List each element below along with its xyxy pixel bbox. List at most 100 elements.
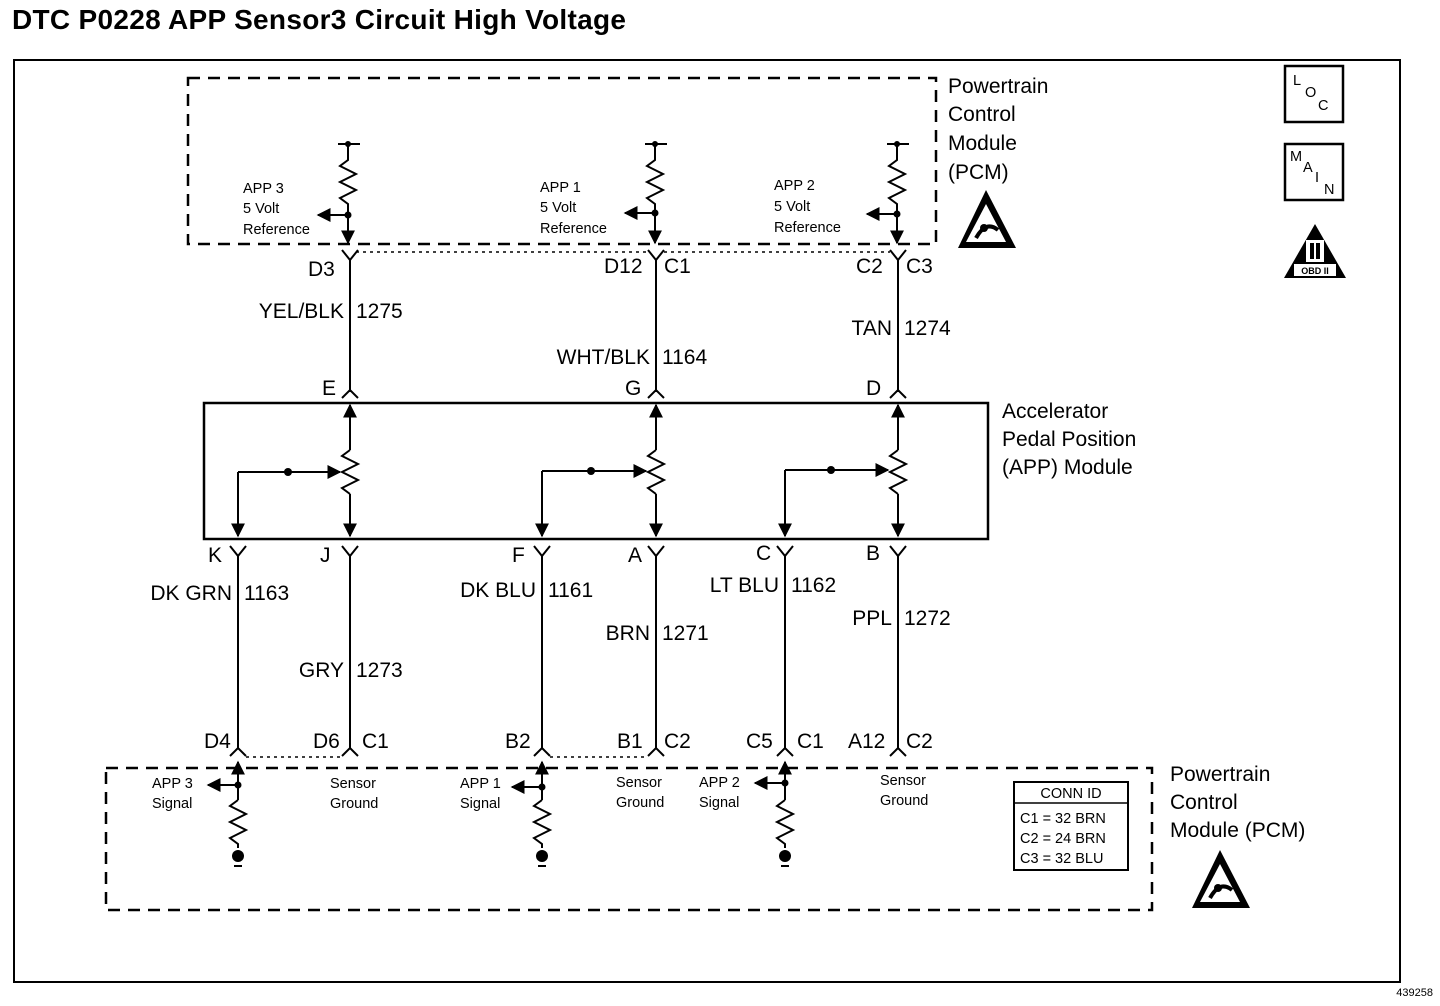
- wire-circuit: 1163: [244, 582, 289, 605]
- wire-circuit: 1275: [356, 300, 403, 323]
- wire-color: WHT/BLK: [557, 346, 650, 369]
- pin-label: D3: [308, 258, 335, 281]
- ref-label: Reference: [774, 220, 841, 236]
- app-module-box: [202, 401, 990, 541]
- ref-label: APP 1: [540, 180, 581, 196]
- wire-circuit: 1161: [548, 579, 593, 602]
- pin-label: G: [625, 377, 641, 400]
- bottom-wires: [229, 545, 907, 757]
- pin-label: J: [320, 544, 331, 567]
- app-module-label-line: Accelerator: [1002, 400, 1108, 423]
- wire-circuit: 1162: [791, 574, 836, 597]
- esd-warning-icon: [958, 190, 1016, 248]
- conn-id-header: CONN ID: [1040, 786, 1101, 802]
- pin-label: D12: [604, 255, 643, 278]
- pin-label: E: [322, 377, 336, 400]
- pin-label: B: [866, 542, 880, 565]
- main-letter: M: [1290, 149, 1302, 165]
- pin-label: C1: [664, 255, 691, 278]
- obd-ii-icon: OBD II: [1284, 224, 1346, 278]
- wire-color: TAN: [852, 317, 892, 340]
- pcm-bottom-label-line: Module (PCM): [1170, 819, 1305, 842]
- diagram-frame: [13, 59, 1401, 983]
- app2-signal-circuit: [753, 760, 796, 867]
- pcm-bottom-label-line: Powertrain: [1170, 763, 1270, 786]
- wire-color: YEL/BLK: [259, 300, 344, 323]
- pcm-bottom-label: Powertrain Control Module (PCM): [1170, 763, 1305, 842]
- ref-label: APP 3: [243, 181, 284, 197]
- signal-label: Signal: [460, 796, 500, 812]
- pin-label: D6: [313, 730, 340, 753]
- app2-reference-circuit: APP 2 5 Volt Reference: [774, 141, 909, 245]
- loc-letter: O: [1305, 85, 1316, 101]
- app3-potentiometer: [231, 403, 361, 538]
- pcm-top-label-line: (PCM): [948, 161, 1009, 184]
- ref-label: Reference: [540, 221, 607, 237]
- pcm-bottom-box: [104, 766, 1154, 912]
- pin-label: F: [512, 544, 525, 567]
- wire-color: PPL: [852, 607, 892, 630]
- conn-id-table: CONN ID C1 = 32 BRN C2 = 24 BRN C3 = 32 …: [1013, 781, 1129, 871]
- app-module-label-line: Pedal Position: [1002, 428, 1136, 451]
- wire-circuit: 1273: [356, 659, 403, 682]
- pcm-top-label-line: Powertrain: [948, 75, 1048, 98]
- signal-label: APP 2: [699, 775, 740, 791]
- main-icon: M A I N: [1283, 142, 1345, 202]
- pin-label: A12: [848, 730, 885, 753]
- pin-label: D4: [204, 730, 231, 753]
- pcm-top-label-line: Control: [948, 103, 1016, 126]
- signal-label: Sensor: [616, 775, 662, 791]
- conn-id-row: C2 = 24 BRN: [1020, 831, 1106, 847]
- wire-color: DK BLU: [460, 579, 536, 602]
- app1-potentiometer: [535, 403, 667, 538]
- signal-label: Signal: [699, 795, 739, 811]
- wire-color: LT BLU: [710, 574, 779, 597]
- pcm-bottom-label-line: Control: [1170, 791, 1238, 814]
- wire-color: DK GRN: [150, 582, 232, 605]
- signal-label: Sensor: [880, 773, 926, 789]
- top-wires: [341, 249, 907, 399]
- pin-label: C1: [362, 730, 389, 753]
- loc-letter: C: [1318, 98, 1328, 114]
- wire-circuit: 1164: [662, 346, 707, 369]
- ref-label: Reference: [243, 222, 310, 238]
- page-title: DTC P0228 APP Sensor3 Circuit High Volta…: [12, 4, 627, 35]
- pin-label: K: [208, 544, 222, 567]
- main-letter: I: [1315, 170, 1319, 186]
- main-letter: N: [1324, 182, 1334, 198]
- pin-label: C5: [746, 730, 773, 753]
- app-module-label: Accelerator Pedal Position (APP) Module: [1002, 400, 1136, 479]
- pcm-top-label: Powertrain Control Module (PCM): [948, 75, 1048, 184]
- pin-label: C2: [664, 730, 691, 753]
- loc-letter: L: [1293, 73, 1301, 89]
- wire-color: BRN: [606, 622, 650, 645]
- pin-label: C1: [797, 730, 824, 753]
- main-letter: A: [1303, 160, 1313, 176]
- pin-label: A: [628, 544, 642, 567]
- app1-reference-circuit: APP 1 5 Volt Reference: [540, 141, 667, 245]
- app1-signal-circuit: [510, 760, 553, 867]
- signal-label: Ground: [616, 795, 664, 811]
- wire-circuit: 1271: [662, 622, 709, 645]
- pin-label: C3: [906, 255, 933, 278]
- document-number: 439258: [1396, 987, 1433, 999]
- conn-id-row: C3 = 32 BLU: [1020, 851, 1103, 867]
- app-module-label-line: (APP) Module: [1002, 456, 1133, 479]
- pin-label: C: [756, 542, 771, 565]
- pin-label: D: [866, 377, 881, 400]
- app2-potentiometer: [778, 403, 909, 538]
- app3-reference-circuit: APP 3 5 Volt Reference: [243, 141, 360, 245]
- signal-label: APP 1: [460, 776, 501, 792]
- conn-id-row: C1 = 32 BRN: [1020, 811, 1106, 827]
- wire-circuit: 1272: [904, 607, 951, 630]
- wire-color: GRY: [299, 659, 344, 682]
- app3-signal-circuit: [206, 760, 249, 867]
- ref-label: 5 Volt: [540, 200, 576, 216]
- pcm-top-box: [186, 76, 938, 246]
- signal-label: Sensor: [330, 776, 376, 792]
- pin-label: B2: [505, 730, 531, 753]
- ref-label: APP 2: [774, 178, 815, 194]
- esd-warning-icon: [1192, 850, 1250, 908]
